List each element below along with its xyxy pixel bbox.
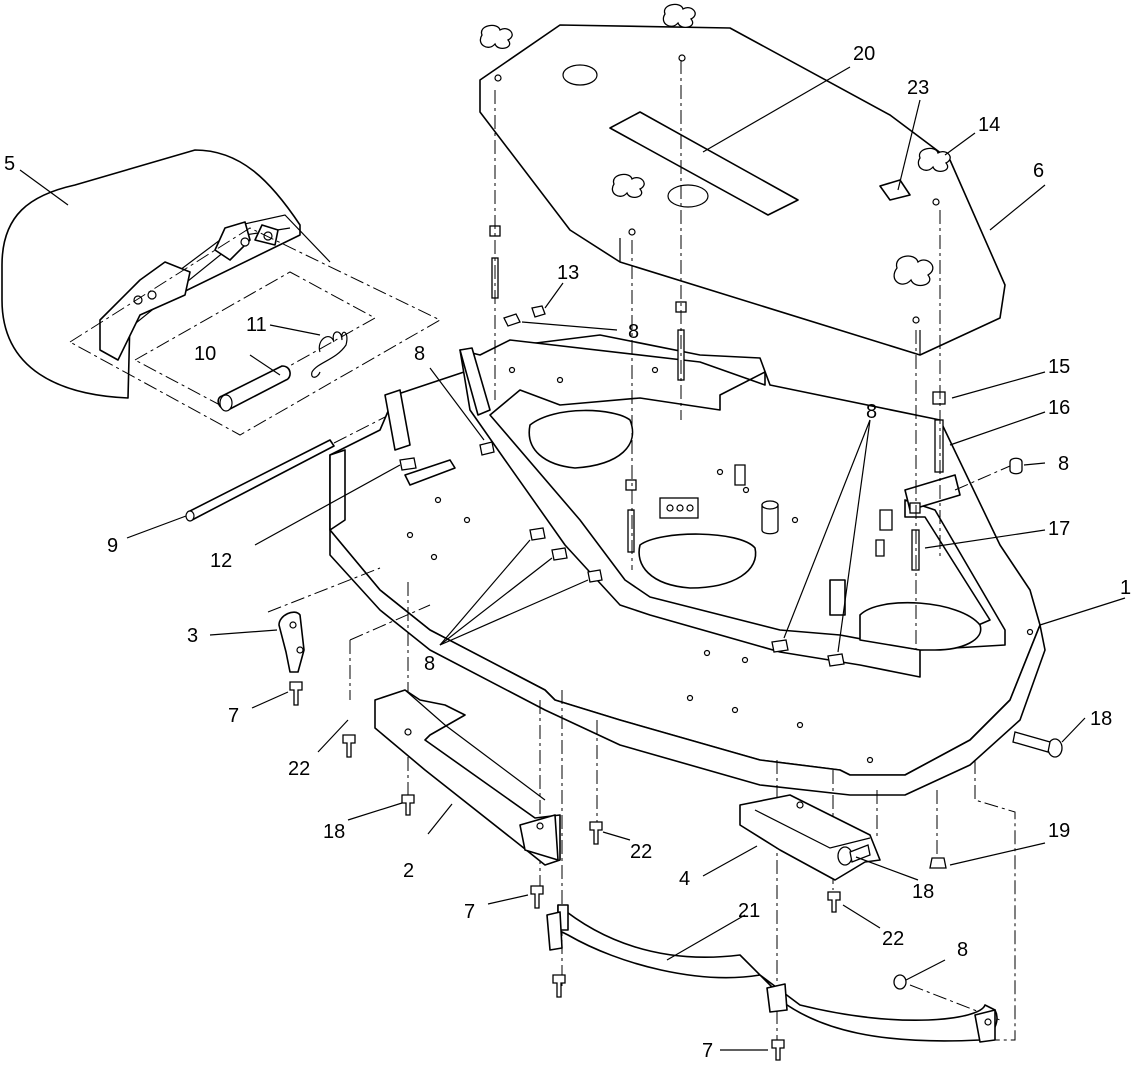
callout-18-c: 18	[912, 881, 934, 903]
callout-5: 5	[4, 153, 15, 175]
bolts	[289, 681, 1063, 1061]
callout-15: 15	[1048, 356, 1070, 378]
callout-11: 11	[246, 314, 267, 336]
part-mower-deck	[329, 334, 1046, 796]
callout-18-b: 18	[323, 821, 345, 843]
callout-21: 21	[738, 900, 760, 922]
callout-12: 12	[210, 550, 232, 572]
callout-22-c: 22	[882, 928, 904, 950]
callout-14: 14	[978, 114, 1000, 136]
callout-8-a: 8	[628, 321, 639, 343]
callout-13: 13	[557, 262, 579, 284]
part-rear-bracket	[739, 794, 881, 881]
callout-22-b: 22	[630, 841, 652, 863]
callout-7-a: 7	[228, 705, 239, 727]
callout-2: 2	[403, 860, 414, 882]
part-deck-cover	[479, 24, 1006, 356]
callout-4: 4	[679, 868, 690, 890]
callout-10: 10	[194, 343, 216, 365]
part-torsion-spring	[311, 331, 348, 378]
callout-6: 6	[1033, 160, 1044, 182]
leader-lines	[19, 66, 1126, 1051]
knobs	[479, 3, 951, 287]
callout-9: 9	[107, 535, 118, 557]
callout-7-b: 7	[464, 901, 475, 923]
callout-20: 20	[853, 43, 875, 65]
callout-18-a: 18	[1090, 708, 1112, 730]
callout-8-f: 8	[957, 939, 968, 961]
callout-3: 3	[187, 625, 198, 647]
callout-8-b: 8	[414, 343, 425, 365]
callout-8-e: 8	[424, 653, 435, 675]
part-baffle	[546, 904, 998, 1043]
callout-23: 23	[907, 77, 929, 99]
callout-8-d: 8	[866, 401, 877, 423]
callout-7-c: 7	[702, 1040, 713, 1062]
callout-22-a: 22	[288, 758, 310, 780]
callout-1: 1	[1120, 577, 1131, 599]
callout-19: 19	[1048, 820, 1070, 842]
part-deflector-chute	[1, 149, 442, 436]
deck-nuts	[399, 305, 845, 667]
part-pivot-rod	[217, 365, 291, 412]
part-small-bracket	[278, 611, 305, 673]
callout-16: 16	[1048, 397, 1070, 419]
part-front-bracket	[374, 689, 561, 866]
callout-17: 17	[1048, 518, 1070, 540]
deck-hardware-right	[904, 457, 1023, 511]
callout-8-c: 8	[1058, 453, 1069, 475]
callout-labels: 1 2 3 4 5 6 7 7 7 8 8 8 8 8 8 9 10 11 12…	[4, 43, 1131, 1062]
